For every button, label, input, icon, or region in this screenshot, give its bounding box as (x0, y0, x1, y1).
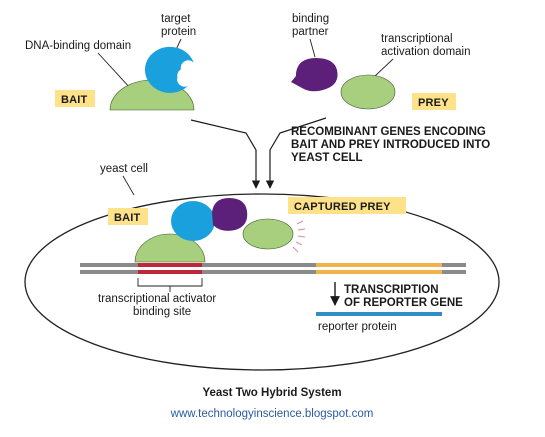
activator-binding-site-top (138, 263, 202, 267)
bait-label: BAIT (61, 94, 88, 106)
activation-domain-label-line2: activation domain (381, 46, 471, 58)
bound-activation-domain (242, 218, 294, 250)
bound-target-protein (171, 201, 215, 241)
recombinant-genes-line2: BAIT AND PREY INTRODUCED INTO (291, 139, 490, 151)
bait-inner-highlight (108, 208, 148, 225)
prey-label: PREY (418, 97, 449, 109)
yeast-cell-label: yeast cell (100, 163, 148, 175)
binding-partner-pointer (309, 38, 316, 58)
source-url[interactable]: www.technologyinscience.blogspot.com (170, 408, 374, 420)
bait-highlight (55, 90, 95, 107)
recombinant-genes-line1: RECOMBINANT GENES ENCODING (291, 126, 486, 138)
target-protein-shape (144, 46, 194, 93)
transcriptional-activation-domain-shape (340, 74, 396, 110)
captured-prey-highlight (288, 197, 406, 214)
bait-introduction-arrow (190, 119, 261, 189)
bound-dna-binding-domain (134, 233, 206, 263)
prey-highlight (412, 93, 456, 110)
bound-binding-partner (212, 198, 248, 231)
activation-domain-label-line1: transcriptional (381, 33, 453, 45)
yeast-cell-membrane (24, 193, 500, 371)
dna-binding-domain-label: DNA-binding domain (25, 40, 131, 52)
binding-partner-shape (291, 58, 338, 92)
activator-binding-site-line1: transcriptional activator (98, 293, 216, 305)
reporter-gene-bottom (316, 270, 442, 274)
dna-strand-top (80, 263, 466, 267)
reporter-protein-label: reporter protein (318, 321, 397, 333)
reporter-protein-bar (316, 312, 442, 316)
captured-prey-label: CAPTURED PREY (294, 201, 391, 213)
transcription-label-line2: OF REPORTER GENE (344, 297, 463, 309)
activator-binding-site-bottom (138, 270, 202, 274)
prey-introduction-arrow (265, 117, 327, 189)
diagram-title: Yeast Two Hybrid System (202, 387, 341, 399)
dna-binding-domain-pointer (97, 52, 132, 90)
binding-partner-label-line1: binding (292, 13, 329, 25)
activator-binding-site-line2: binding site (133, 306, 191, 318)
transcription-label-line1: TRANSCRIPTION (344, 284, 439, 296)
target-protein-label-line1: target (161, 13, 191, 25)
recombinant-genes-line3: YEAST CELL (291, 152, 363, 164)
activation-domain-pointer (374, 58, 394, 77)
bait-inner-label: BAIT (114, 212, 141, 224)
dna-strand-bottom (80, 270, 466, 274)
activation-burst (292, 220, 306, 253)
binding-partner-label-line2: partner (292, 26, 329, 38)
target-protein-label-line2: protein (161, 26, 196, 38)
reporter-gene-top (316, 263, 442, 267)
yeast-cell-pointer (122, 175, 135, 196)
